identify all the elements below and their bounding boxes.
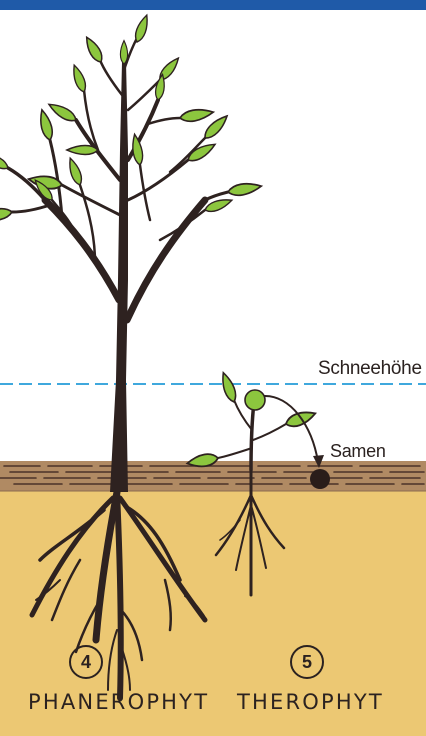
plant-number-4: 4 xyxy=(69,645,103,679)
seed-label: Samen xyxy=(330,441,386,462)
plant-number-5: 5 xyxy=(290,645,324,679)
top-bar xyxy=(0,0,426,10)
snow-height-label: Schneehöhe xyxy=(318,358,422,380)
therophyte-label: THEROPHYT xyxy=(237,690,384,714)
seed xyxy=(310,469,330,489)
therophyte-flower-head xyxy=(245,390,265,410)
soil-surface-band xyxy=(0,461,426,491)
phanerophyte-label: PHANEROPHYT xyxy=(28,690,209,714)
sky-background xyxy=(0,10,426,462)
